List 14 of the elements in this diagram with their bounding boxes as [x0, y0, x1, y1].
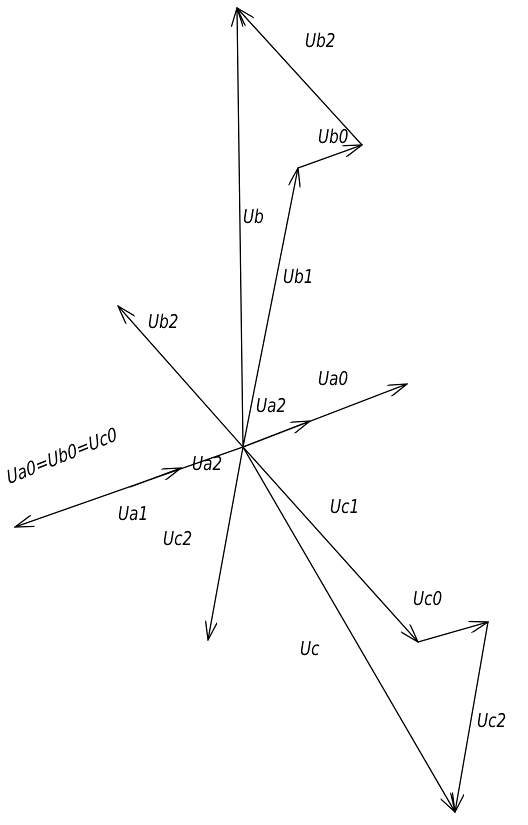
phasor-label: Ub0 — [318, 128, 348, 147]
phasor-label: Ua0 — [318, 370, 348, 389]
phasor-label: Uc — [300, 640, 320, 659]
phasor-label: Uc0 — [413, 590, 442, 609]
phasor-label: Ua2 — [256, 397, 286, 416]
phasor-label: Ub2 — [148, 313, 178, 332]
phasor-label: Uc2 — [163, 530, 192, 549]
phasor-label: Ua1 — [118, 505, 148, 524]
phasor-label: Uc1 — [330, 498, 360, 517]
phasor-label: Ua2 — [192, 455, 222, 474]
phasor-label: Ub1 — [283, 268, 314, 287]
phasor-label: Ub2 — [305, 32, 336, 51]
phasor-label: Uc2 — [477, 712, 506, 731]
phasor-label: Ub — [243, 208, 264, 227]
